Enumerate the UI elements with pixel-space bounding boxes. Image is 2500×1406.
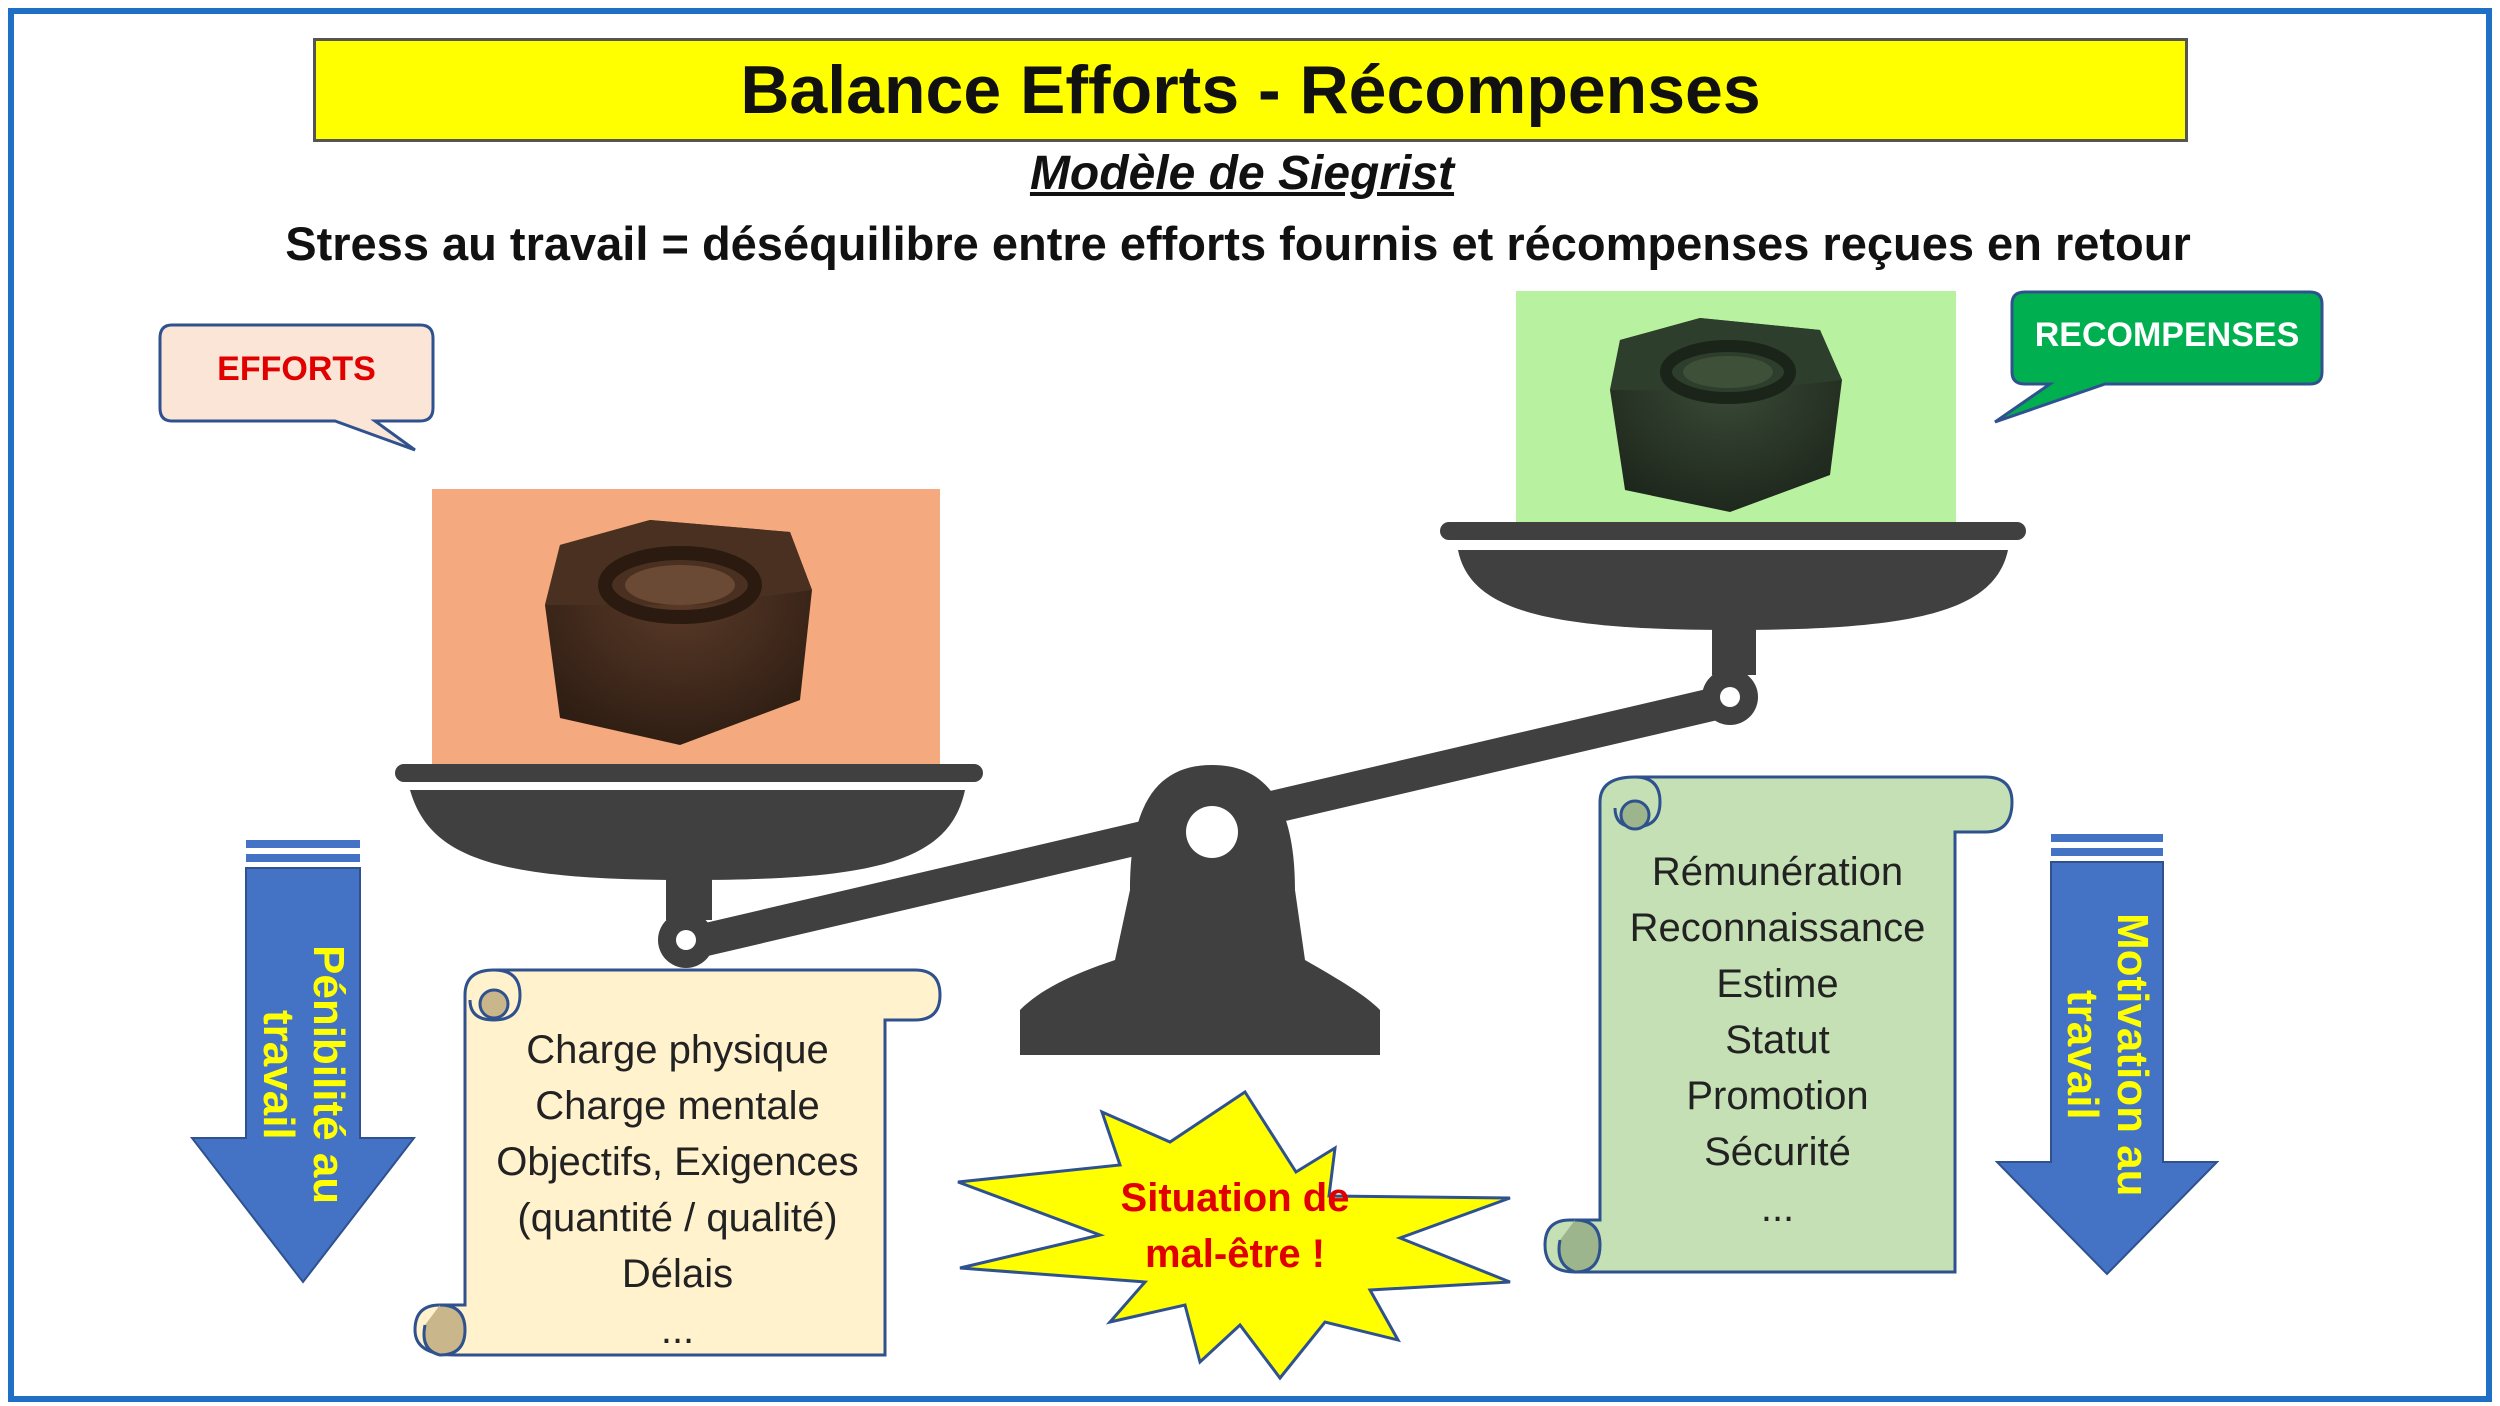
page-title: Balance Efforts - Récompenses [740, 52, 1761, 128]
right-pan-rim [1440, 522, 2026, 540]
left-weight-image [432, 489, 940, 764]
rewards-list: Rémunération Reconnaissance Estime Statu… [1600, 844, 1955, 1236]
iron-weight-icon [545, 520, 812, 745]
list-item: Sécurité [1704, 1130, 1851, 1174]
motivation-label: Motivation au travail [2058, 913, 2157, 1197]
recompenses-callout [1994, 290, 2324, 424]
efforts-list: Charge physique Charge mentale Objectifs… [470, 1022, 885, 1358]
efforts-scroll [413, 968, 942, 1357]
list-item: Promotion [1686, 1074, 1869, 1118]
efforts-callout [158, 323, 435, 452]
tagline: Stress au travail = déséquilibre entre e… [285, 217, 2191, 270]
subtitle: Modèle de Siegrist [1029, 147, 1455, 200]
list-item: (quantité / qualité) [517, 1196, 838, 1240]
right-pan [1458, 550, 2008, 630]
list-item: ... [1760, 1186, 1795, 1230]
list-item: Délais [621, 1252, 734, 1296]
alert-text: Situation de mal-être ! [1120, 1176, 1350, 1276]
alert-starburst [957, 1089, 1511, 1381]
list-item: Reconnaissance [1629, 906, 1926, 950]
list-item: Statut [1725, 1018, 1830, 1062]
right-down-arrow [1994, 834, 2220, 1276]
page-frame [8, 8, 2492, 1402]
scale-stand [1020, 765, 1380, 1055]
rewards-scroll [1543, 775, 2014, 1274]
left-pan [410, 790, 965, 880]
title-banner: Balance Efforts - Récompenses [313, 38, 2188, 142]
recompenses-label: RECOMPENSES [2034, 316, 2300, 354]
left-down-arrow [189, 840, 417, 1284]
penibilite-label: Pénibilité au travail [254, 945, 353, 1205]
efforts-label: EFFORTS [217, 350, 376, 388]
list-item: Rémunération [1651, 850, 1904, 894]
left-pan-rim [395, 764, 983, 782]
list-item: Charge physique [526, 1028, 829, 1072]
list-item: ... [660, 1308, 695, 1352]
list-item: Estime [1716, 962, 1839, 1006]
iron-weight-icon [1610, 318, 1842, 512]
list-item: Charge mentale [535, 1084, 820, 1128]
list-item: Objectifs, Exigences [496, 1140, 859, 1184]
balance-scale [395, 522, 2026, 1055]
right-pan-stem [1712, 625, 1756, 675]
right-weight-image [1516, 291, 1956, 522]
